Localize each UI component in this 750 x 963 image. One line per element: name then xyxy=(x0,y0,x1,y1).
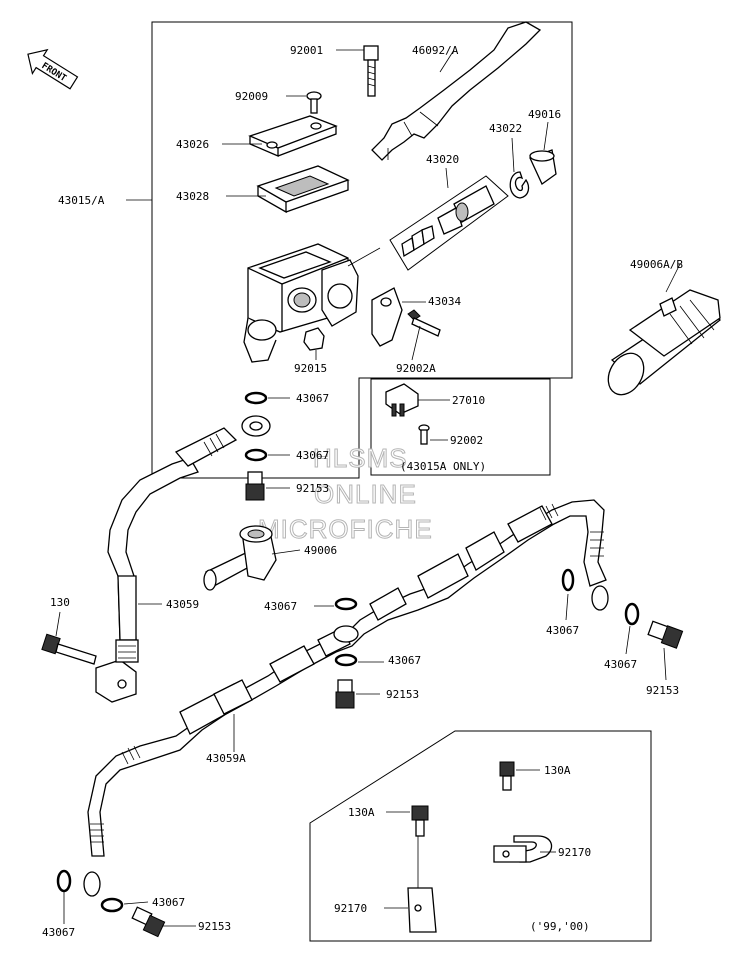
label-43026: 43026 xyxy=(176,138,209,151)
master-cylinder-body xyxy=(243,243,359,363)
label-43067-e: 43067 xyxy=(388,654,421,667)
screw-92002 xyxy=(418,424,430,445)
label-92153-a: 92153 xyxy=(296,482,329,495)
banjo-bolt-92153-d xyxy=(131,906,166,938)
label-92002: 92002 xyxy=(450,434,483,447)
cover-49006AB xyxy=(607,289,722,396)
brake-hose-43059A xyxy=(83,499,609,897)
label-49006: 49006 xyxy=(304,544,337,557)
label-43067-c: 43067 xyxy=(264,600,297,613)
brake-hose-43059 xyxy=(107,415,271,663)
reservoir-cap-43026 xyxy=(248,115,338,157)
washer-43067-b xyxy=(244,448,268,462)
brake-switch-27010 xyxy=(385,383,419,417)
label-43022: 43022 xyxy=(489,122,522,135)
washer-43067-g xyxy=(56,869,72,893)
clamp-92170-a xyxy=(493,835,553,863)
label-43059: 43059 xyxy=(166,598,199,611)
label-27010: 27010 xyxy=(452,394,485,407)
label-92170-a: 92170 xyxy=(558,846,591,859)
note-43015A-only: (43015A ONLY) xyxy=(400,460,486,473)
front-direction-arrow-icon: FRONT xyxy=(27,48,79,90)
washer-43067-a xyxy=(244,391,268,405)
label-92015: 92015 xyxy=(294,362,327,375)
switch-option-box xyxy=(370,378,551,476)
label-130A-a: 130A xyxy=(544,764,571,777)
bolt-130A-a xyxy=(499,761,515,791)
banjo-fitting-49006 xyxy=(203,525,277,591)
label-92153-c: 92153 xyxy=(646,684,679,697)
washer-43067-f xyxy=(624,602,640,626)
washer-43067-e xyxy=(334,653,358,667)
assembly-frame xyxy=(151,21,573,479)
label-43020: 43020 xyxy=(426,153,459,166)
label-43067-h: 43067 xyxy=(152,896,185,909)
watermark-line-3: MICROFICHE xyxy=(258,514,433,544)
label-92009: 92009 xyxy=(235,90,268,103)
label-92153-d: 92153 xyxy=(198,920,231,933)
bolt-92002A xyxy=(407,309,441,337)
label-43067-f: 43067 xyxy=(604,658,637,671)
label-43015A: 43015/A xyxy=(58,194,105,207)
banjo-bolt-92153-c xyxy=(647,620,684,649)
label-46092A: 46092/A xyxy=(412,44,459,57)
bracket-option-box xyxy=(309,730,652,942)
label-92002A: 92002A xyxy=(396,362,436,375)
label-43067-d: 43067 xyxy=(546,624,579,637)
note-99-00: ('99,'00) xyxy=(530,920,590,933)
label-130A-b: 130A xyxy=(348,806,375,819)
label-92001: 92001 xyxy=(290,44,323,57)
label-92153-b: 92153 xyxy=(386,688,419,701)
bolt-92001 xyxy=(363,45,379,97)
nut-92015 xyxy=(303,327,325,351)
brake-lever-46092A xyxy=(371,21,542,161)
washer-43067-d xyxy=(561,568,575,592)
bolt-130A-b xyxy=(411,805,429,837)
watermark-line-2: ONLINE xyxy=(314,479,417,509)
label-43067-g: 43067 xyxy=(42,926,75,939)
label-43034: 43034 xyxy=(428,295,461,308)
label-92170-b: 92170 xyxy=(334,902,367,915)
washer-43067-h xyxy=(100,897,124,913)
piston-kit-outline-43020 xyxy=(389,175,509,271)
clamp-92170-b xyxy=(407,836,437,933)
label-43059A: 43059A xyxy=(206,752,246,765)
watermark-line-1: HLSMS xyxy=(313,443,408,473)
clamp-43034 xyxy=(371,287,403,347)
piston-kit-43020 xyxy=(401,185,495,258)
banjo-bolt-92153-a xyxy=(245,471,265,501)
circlip-43022 xyxy=(509,171,530,199)
label-43028: 43028 xyxy=(176,190,209,203)
banjo-bolt-92153-b xyxy=(335,679,355,709)
label-43067-b: 43067 xyxy=(296,449,329,462)
washer-43067-c xyxy=(334,597,358,611)
label-49006AB: 49006A/B xyxy=(630,258,683,271)
label-130: 130 xyxy=(50,596,70,609)
label-43067-a: 43067 xyxy=(296,392,329,405)
label-49016: 49016 xyxy=(528,108,561,121)
screw-92009 xyxy=(306,91,322,114)
